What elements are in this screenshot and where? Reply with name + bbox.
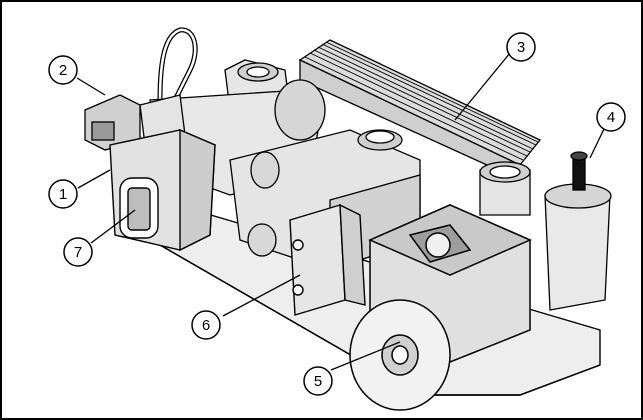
heat-exchanger <box>298 39 542 182</box>
callout-7: 7 <box>63 237 93 267</box>
callout-2-label: 2 <box>59 62 67 79</box>
callout-1-label: 1 <box>59 186 67 203</box>
callout-5-label: 5 <box>314 373 322 390</box>
sensor-housing <box>109 128 216 252</box>
callout-5: 5 <box>303 366 333 396</box>
callout-2: 2 <box>48 55 78 85</box>
callout-4: 4 <box>596 102 626 132</box>
callout-4-label: 4 <box>607 109 615 126</box>
callout-6: 6 <box>191 310 221 340</box>
leader-lines <box>76 52 605 371</box>
callout-1: 1 <box>48 179 78 209</box>
callout-3-label: 3 <box>517 39 525 56</box>
callout-6-label: 6 <box>202 317 210 334</box>
callout-7-label: 7 <box>74 244 82 261</box>
pump <box>349 204 532 411</box>
pressure-switch-block <box>289 203 366 316</box>
air-vent <box>479 151 612 311</box>
callout-3: 3 <box>506 32 536 62</box>
